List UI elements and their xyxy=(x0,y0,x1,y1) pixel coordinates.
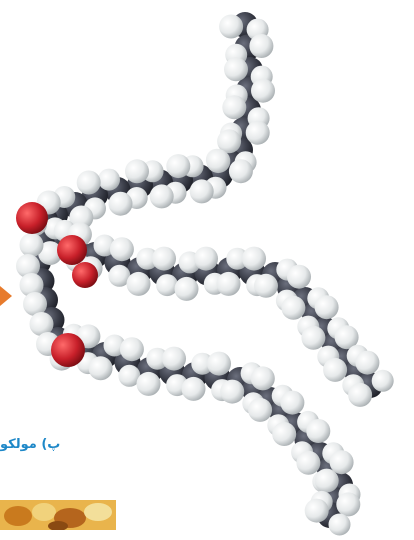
oxygen-atom xyxy=(57,235,87,265)
hydrogen-atom xyxy=(76,170,101,195)
hydrogen-atom xyxy=(304,498,329,523)
hydrogen-atom xyxy=(108,191,133,216)
hydrogen-atom xyxy=(23,292,47,316)
hydrogen-atom xyxy=(334,325,359,350)
hydrogen-atom xyxy=(174,276,199,301)
hydrogen-atom xyxy=(287,264,311,289)
hydrogen-atom xyxy=(250,366,275,391)
hydrogen-atom xyxy=(296,450,321,475)
hydrogen-atom xyxy=(328,513,351,536)
hydrogen-atom xyxy=(249,34,274,58)
hydrogen-atom xyxy=(88,356,113,381)
hydrogen-atom xyxy=(222,95,247,120)
hydrogen-atom xyxy=(166,154,191,179)
hydrogen-atom xyxy=(228,159,253,184)
hydrogen-atom xyxy=(301,325,326,350)
hydrogen-atom xyxy=(306,419,331,443)
hydrogen-atom xyxy=(136,371,161,396)
hydrogen-atom xyxy=(206,149,231,174)
hydrogen-atom xyxy=(371,369,394,392)
food-photo-thumbnail xyxy=(0,500,116,530)
hydrogen-atom xyxy=(38,241,63,266)
hydrogen-atom xyxy=(109,237,134,262)
hydrogen-atom xyxy=(181,376,206,401)
hydrogen-atom xyxy=(355,350,380,375)
hydrogen-atom xyxy=(103,334,126,357)
hydrogen-atom xyxy=(118,364,141,387)
hydrogen-atom xyxy=(314,468,339,493)
hydrogen-atoms xyxy=(16,14,394,536)
hydrogen-atom xyxy=(93,234,116,257)
figure-caption: پ) مولکو xyxy=(0,437,61,452)
hydrogen-atom xyxy=(16,254,40,278)
hydrogen-atom xyxy=(329,450,354,475)
hydrogen-atom xyxy=(280,390,305,415)
hydrogen-atom xyxy=(323,357,348,382)
hydrogen-atom xyxy=(254,273,278,298)
hydrogen-atom xyxy=(98,168,120,191)
hydrogen-atom xyxy=(348,382,373,407)
hydrogen-atom xyxy=(217,129,242,154)
oxygen-atom xyxy=(51,333,85,367)
hydrogen-atom xyxy=(29,312,54,336)
hydrogen-atom xyxy=(226,247,249,270)
hydrogen-atom xyxy=(125,159,149,184)
hydrogen-atom xyxy=(251,78,275,103)
hydrogen-atom xyxy=(146,347,169,370)
hydrogen-atom xyxy=(219,14,244,39)
hydrogen-atom xyxy=(281,295,306,320)
hydrogen-atom xyxy=(245,120,270,145)
hydrogen-atom xyxy=(152,246,176,271)
hydrogen-atom xyxy=(189,179,214,204)
hydrogen-atom xyxy=(149,184,174,209)
hydrogen-atom xyxy=(242,246,266,271)
hydrogen-atom xyxy=(162,346,186,371)
hydrogen-atom xyxy=(194,246,218,271)
hydrogen-atom xyxy=(224,57,248,82)
hydrogen-atom xyxy=(19,233,44,257)
oxygen-atom xyxy=(16,202,48,234)
hydrogen-atom xyxy=(19,273,44,297)
hydrogen-atom xyxy=(119,337,144,362)
hydrogen-atom xyxy=(126,271,151,296)
hydrogen-atom xyxy=(336,492,361,517)
oxygen-atom xyxy=(72,262,98,288)
hydrogen-atom xyxy=(216,271,241,296)
orange-arrow-icon xyxy=(0,286,12,306)
hydrogen-atom xyxy=(207,351,231,376)
oxygen-atoms xyxy=(16,202,98,367)
hydrogen-atom xyxy=(272,422,297,446)
hydrogen-atom xyxy=(136,247,159,270)
hydrogen-atom xyxy=(220,379,245,404)
hydrogen-atom xyxy=(108,264,131,287)
hydrogen-atom xyxy=(248,397,273,422)
hydrogen-atom xyxy=(156,274,179,297)
hydrogen-atom xyxy=(191,352,214,375)
hydrogen-atom xyxy=(314,295,339,320)
